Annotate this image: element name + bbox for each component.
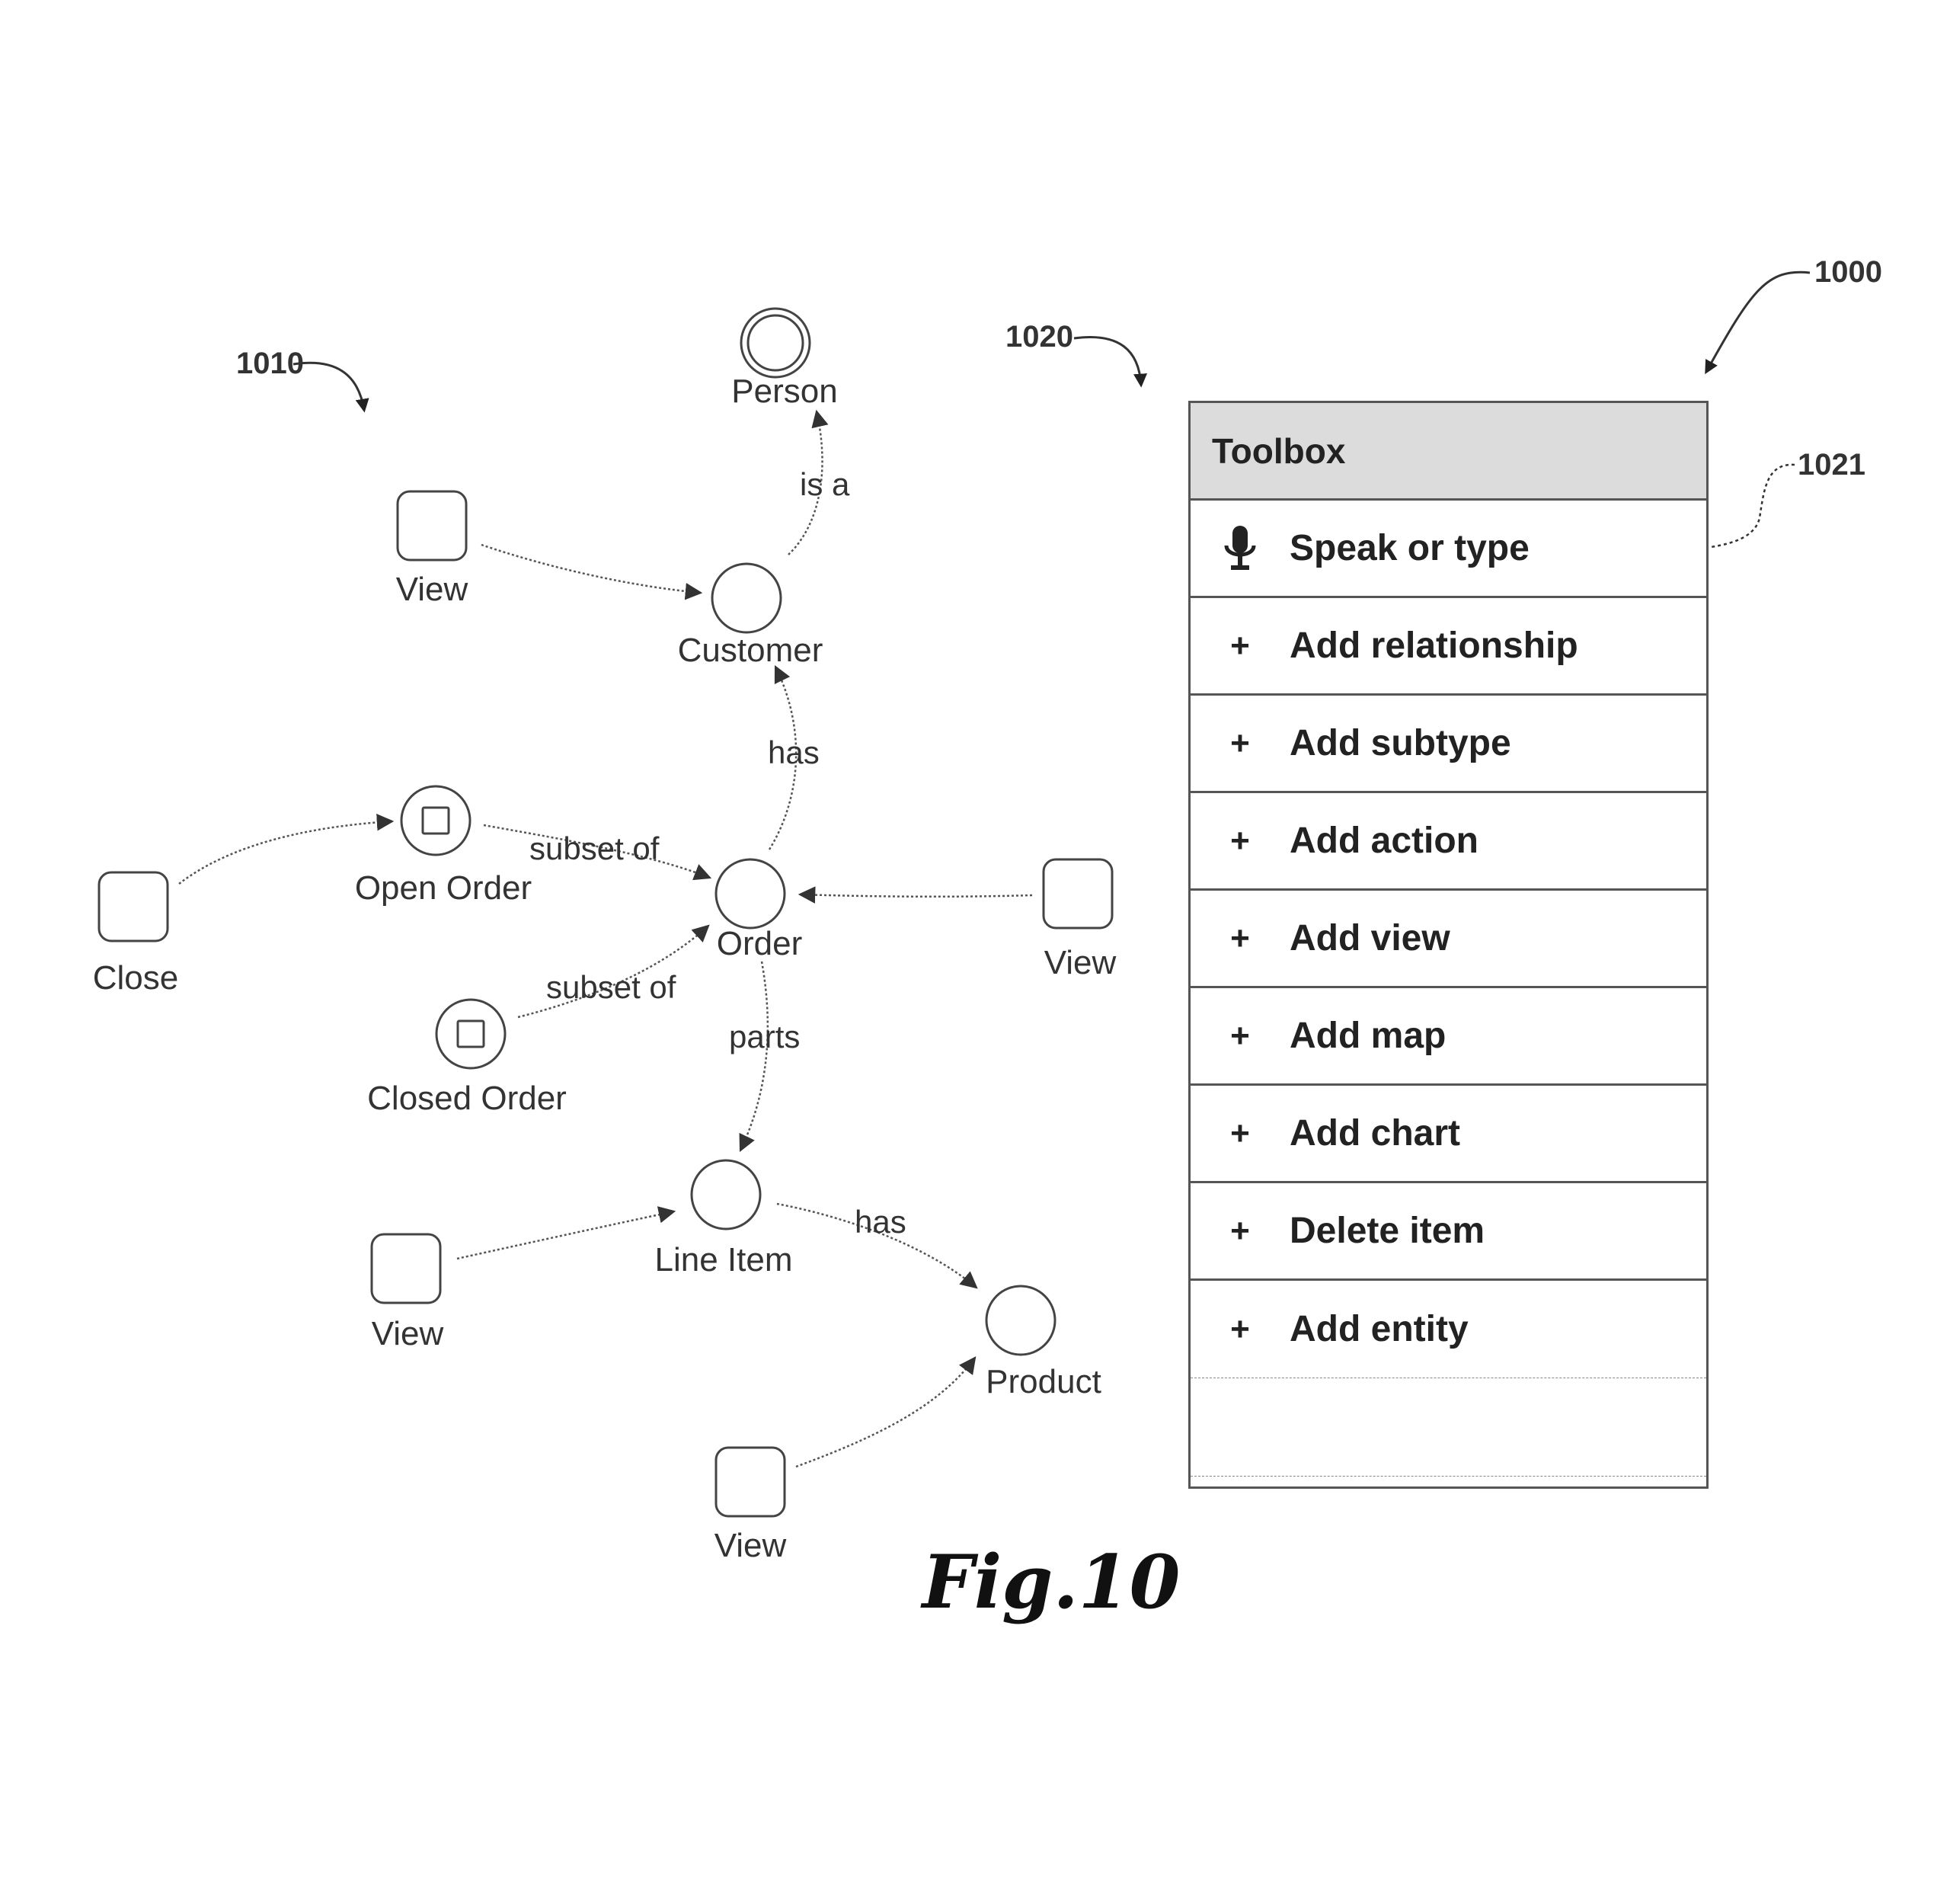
add-chart-button[interactable]: + Add chart bbox=[1191, 1086, 1706, 1183]
entity-circle-icon bbox=[690, 1159, 762, 1230]
node-customer[interactable]: Customer bbox=[678, 562, 823, 669]
edge-label-subset-of-open: subset of bbox=[529, 830, 660, 866]
node-closed-order[interactable]: Closed Order bbox=[367, 998, 567, 1117]
menu-item-label: Add action bbox=[1290, 821, 1478, 861]
node-person[interactable]: Person bbox=[731, 307, 838, 410]
edge-label-is-a: is a bbox=[800, 466, 850, 502]
add-entity-button[interactable]: + Add entity bbox=[1191, 1281, 1706, 1378]
node-label-customer: Customer bbox=[678, 632, 823, 669]
ref-1020: 1020 bbox=[1005, 320, 1073, 354]
node-view-line-item[interactable]: View bbox=[370, 1233, 444, 1352]
node-label-person: Person bbox=[731, 373, 837, 410]
edge-view-customer bbox=[481, 543, 703, 600]
menu-item-label: Delete item bbox=[1290, 1211, 1485, 1251]
edge-customer-person bbox=[788, 409, 829, 555]
node-view-product[interactable]: View bbox=[714, 1446, 787, 1564]
ref-1010-arrow bbox=[292, 361, 369, 413]
node-view-order[interactable]: View bbox=[1042, 858, 1117, 981]
view-square-icon bbox=[714, 1446, 786, 1518]
entity-circle-icon bbox=[714, 858, 786, 930]
add-view-button[interactable]: + Add view bbox=[1191, 891, 1706, 988]
edge-label-has-customer: has bbox=[768, 734, 820, 770]
microphone-icon bbox=[1191, 524, 1290, 573]
menu-item-label: Add subtype bbox=[1290, 723, 1511, 763]
add-relationship-button[interactable]: + Add relationship bbox=[1191, 598, 1706, 696]
edge-line-item-product bbox=[776, 1202, 978, 1289]
node-label-closed-order: Closed Order bbox=[367, 1080, 567, 1117]
plus-icon: + bbox=[1230, 821, 1250, 859]
figure-caption: Fig.10 bbox=[922, 1539, 1181, 1625]
add-subtype-button[interactable]: + Add subtype bbox=[1191, 696, 1706, 793]
toolbox-title: Toolbox bbox=[1191, 403, 1706, 501]
action-square-icon bbox=[98, 871, 169, 942]
menu-item-label: Add chart bbox=[1290, 1113, 1461, 1154]
entity-inner-circle bbox=[746, 314, 804, 372]
view-square-icon bbox=[370, 1233, 442, 1304]
ref-1000-arrow bbox=[1705, 270, 1811, 375]
node-view-customer[interactable]: View bbox=[396, 490, 468, 608]
node-label-view: View bbox=[714, 1527, 787, 1564]
ref-1010: 1010 bbox=[236, 347, 304, 380]
edge-label-subset-of-closed: subset of bbox=[546, 969, 676, 1005]
ref-1021-leader bbox=[1710, 463, 1795, 549]
entity-circle-icon bbox=[985, 1285, 1057, 1356]
edge-order-line-item bbox=[739, 961, 769, 1153]
edge-close-open-order bbox=[178, 814, 395, 885]
node-label-product: Product bbox=[986, 1363, 1101, 1400]
node-label-view: View bbox=[1044, 944, 1117, 981]
node-open-order[interactable]: Open Order bbox=[355, 785, 532, 907]
plus-icon: + bbox=[1230, 1211, 1250, 1250]
delete-item-button[interactable]: + Delete item bbox=[1191, 1183, 1706, 1281]
node-order[interactable]: Order bbox=[714, 858, 802, 962]
node-label-view: View bbox=[372, 1315, 444, 1352]
plus-icon: + bbox=[1230, 1310, 1250, 1348]
edge-view-product bbox=[795, 1356, 977, 1468]
node-label-view: View bbox=[396, 571, 468, 608]
node-line-item[interactable]: Line Item bbox=[655, 1159, 793, 1278]
speak-or-type-label: Speak or type bbox=[1290, 528, 1530, 568]
add-map-button[interactable]: + Add map bbox=[1191, 988, 1706, 1086]
node-label-order: Order bbox=[717, 925, 802, 962]
speak-or-type-input[interactable]: Speak or type bbox=[1191, 501, 1706, 598]
node-product[interactable]: Product bbox=[985, 1285, 1101, 1400]
ref-1000: 1000 bbox=[1814, 255, 1882, 289]
menu-item-label: Add map bbox=[1290, 1016, 1447, 1056]
view-square-icon bbox=[1042, 858, 1114, 930]
ref-1021: 1021 bbox=[1798, 448, 1865, 482]
edge-view-order bbox=[798, 886, 1033, 904]
plus-icon: + bbox=[1230, 626, 1250, 664]
edge-label-has-product: has bbox=[855, 1204, 906, 1240]
view-square-icon bbox=[396, 490, 468, 562]
node-close[interactable]: Close bbox=[93, 871, 179, 997]
entity-circle-icon bbox=[711, 562, 782, 634]
node-label-close: Close bbox=[93, 959, 179, 997]
node-label-open-order: Open Order bbox=[355, 869, 532, 907]
edge-label-parts: parts bbox=[729, 1019, 800, 1054]
menu-item-label: Add entity bbox=[1290, 1309, 1469, 1349]
plus-icon: + bbox=[1230, 1016, 1250, 1054]
plus-icon: + bbox=[1230, 1114, 1250, 1152]
subtype-square-icon bbox=[421, 806, 450, 835]
edge-closed-order-order bbox=[517, 924, 710, 1019]
edge-view-line-item bbox=[456, 1206, 676, 1260]
menu-item-label: Add relationship bbox=[1290, 626, 1578, 666]
toolbox-empty-row bbox=[1191, 1378, 1706, 1477]
plus-icon: + bbox=[1230, 919, 1250, 957]
edge-open-order-order bbox=[483, 824, 712, 881]
add-action-button[interactable]: + Add action bbox=[1191, 793, 1706, 891]
ref-1020-arrow bbox=[1073, 336, 1148, 388]
menu-item-label: Add view bbox=[1290, 918, 1450, 958]
toolbox-panel: Toolbox Speak or type + Add relationship… bbox=[1188, 401, 1709, 1489]
plus-icon: + bbox=[1230, 724, 1250, 762]
subtype-square-icon bbox=[456, 1019, 485, 1048]
node-label-line-item: Line Item bbox=[655, 1241, 793, 1278]
